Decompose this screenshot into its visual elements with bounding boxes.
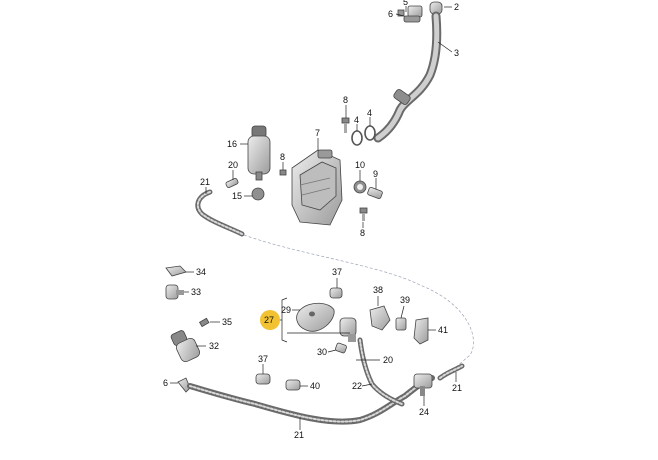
callout-27: 27	[264, 315, 274, 325]
callout-35: 35	[222, 317, 232, 327]
part-7-washer-reservoir	[291, 149, 343, 226]
callout-33: 33	[191, 287, 201, 297]
callout-3: 3	[454, 48, 459, 58]
callout-4: 4	[354, 115, 359, 125]
part-21-hose-upper	[195, 189, 245, 237]
part-34-bracket	[165, 265, 187, 277]
part-41-bracket	[413, 317, 429, 345]
callout-7: 7	[315, 128, 320, 138]
callout-27-badge	[260, 310, 280, 330]
part-5-clip	[403, 5, 423, 23]
part-4-o-rings	[351, 125, 376, 146]
part-20-connector-upper	[225, 178, 239, 188]
callout-15: 15	[232, 191, 242, 201]
callout-6: 6	[388, 9, 393, 19]
callout-22: 22	[352, 381, 362, 391]
callout-9: 9	[373, 169, 378, 179]
callout-34: 34	[196, 267, 206, 277]
callout-37: 37	[332, 267, 342, 277]
callout-21: 21	[294, 430, 304, 440]
callout-29: 29	[281, 305, 291, 315]
callout-2: 2	[454, 2, 459, 12]
callout-8: 8	[360, 228, 365, 238]
callout-20: 20	[383, 355, 393, 365]
callout-41: 41	[438, 325, 448, 335]
part-30-connector	[335, 342, 347, 354]
callout-4: 4	[367, 108, 372, 118]
part-10-grommet	[353, 180, 367, 194]
callout-32: 32	[209, 341, 219, 351]
part-35-screw	[198, 317, 210, 328]
part-32-pump	[170, 330, 201, 363]
callout-8: 8	[343, 95, 348, 105]
part-37-clip-upper	[329, 287, 343, 299]
callout-10: 10	[355, 160, 365, 170]
callout-38: 38	[373, 285, 383, 295]
part-9-level-sensor	[367, 187, 383, 199]
part-40-clip	[285, 379, 301, 391]
part-6-elbow-upper	[397, 9, 405, 17]
part-38-holder	[369, 305, 391, 331]
callout-24: 24	[419, 407, 429, 417]
part-3-filler-hose	[373, 11, 442, 143]
part-21-hose-lower	[187, 363, 465, 425]
part-39-clip	[395, 317, 407, 331]
routing-dashed-line	[243, 234, 474, 373]
callout-30: 30	[317, 347, 327, 357]
part-20-connector-lower	[339, 317, 357, 342]
callout-8: 8	[280, 152, 285, 162]
callout-40: 40	[310, 381, 320, 391]
part-37-clip-lower	[255, 373, 271, 385]
part-16-washer-pump	[247, 125, 271, 181]
part-33-nozzle-connector	[165, 284, 184, 300]
callout-21: 21	[200, 177, 210, 187]
callout-21: 21	[452, 383, 462, 393]
callout-labels: 2 3 4 4 5 6 6 7 8 8 8 9 10 15 16 20 20 2…	[163, 0, 462, 440]
callout-6: 6	[163, 378, 168, 388]
callout-39: 39	[400, 295, 410, 305]
callout-37: 37	[258, 354, 268, 364]
part-24-check-valve	[413, 373, 433, 396]
part-29-washer-jet	[296, 302, 335, 332]
part-22-hose	[357, 337, 405, 407]
callout-20: 20	[228, 160, 238, 170]
callout-16: 16	[227, 139, 237, 149]
callout-5: 5	[403, 0, 408, 7]
part-15-grommet	[251, 187, 265, 201]
